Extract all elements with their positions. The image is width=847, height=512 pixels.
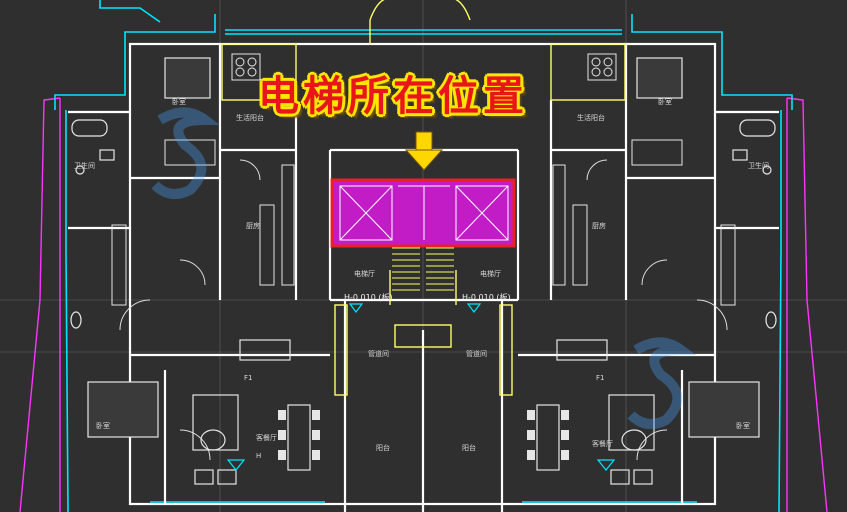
door-lines xyxy=(221,0,626,396)
label-bedroom-tl: 卧室 xyxy=(172,97,186,106)
label-elevator-hall-r: 电梯厅 xyxy=(480,269,501,278)
label-elevator-hall-l: 电梯厅 xyxy=(354,269,375,278)
label-kitchen-l: 厨房 xyxy=(246,221,260,230)
label-f1-r: F1 xyxy=(596,374,604,382)
watermark-logo-icon xyxy=(151,107,697,429)
window-lines xyxy=(54,0,793,512)
label-living-r: 客餐厅 xyxy=(592,439,613,448)
level-mark-h: H xyxy=(256,452,261,460)
label-bedroom-bl: 卧室 xyxy=(96,421,110,430)
sanitary-fixtures xyxy=(70,119,777,329)
label-shaft-r: 管道间 xyxy=(466,349,487,358)
arrow-icon xyxy=(404,131,444,171)
label-bath-r: 卫生间 xyxy=(748,161,769,170)
label-terrace-r: 阳台 xyxy=(462,443,476,452)
level-triangles xyxy=(226,303,616,471)
wall-lines xyxy=(68,42,779,512)
label-f1-l: F1 xyxy=(244,374,252,382)
label-balcony-r: 生活阳台 xyxy=(577,113,605,122)
label-bath-l: 卫生间 xyxy=(74,161,95,170)
level-mark-l: H-0.010 (板) xyxy=(344,292,393,302)
elevator-car-right xyxy=(455,185,509,241)
elevator-highlight-box xyxy=(330,178,516,248)
built-in-furniture xyxy=(111,139,736,306)
level-mark-r: H-0.010 (板) xyxy=(462,292,511,302)
elevator-location-banner: 电梯所在位置 xyxy=(258,72,528,120)
label-bedroom-br: 卧室 xyxy=(736,421,750,430)
facade-lines xyxy=(19,97,828,512)
elevator-car-left xyxy=(339,185,393,241)
label-kitchen-r: 厨房 xyxy=(592,221,606,230)
elevator-highlight xyxy=(330,178,516,248)
stairs xyxy=(392,247,454,291)
room-labels: 卧室 卧室 卧室 卧室 卫生间 卫生间 生活阳台 生活阳台 厨房 厨房 电梯厅 … xyxy=(74,97,769,460)
label-terrace-l: 阳台 xyxy=(376,443,390,452)
living-furniture xyxy=(192,339,655,485)
ac-units xyxy=(231,53,617,81)
label-balcony-l: 生活阳台 xyxy=(236,113,264,122)
beds xyxy=(87,57,760,438)
label-living-l: 客餐厅 xyxy=(256,433,277,442)
label-shaft-l: 管道间 xyxy=(368,349,389,358)
door-swings xyxy=(119,159,728,461)
dining-chairs xyxy=(278,410,569,460)
label-bedroom-tr: 卧室 xyxy=(658,97,672,106)
